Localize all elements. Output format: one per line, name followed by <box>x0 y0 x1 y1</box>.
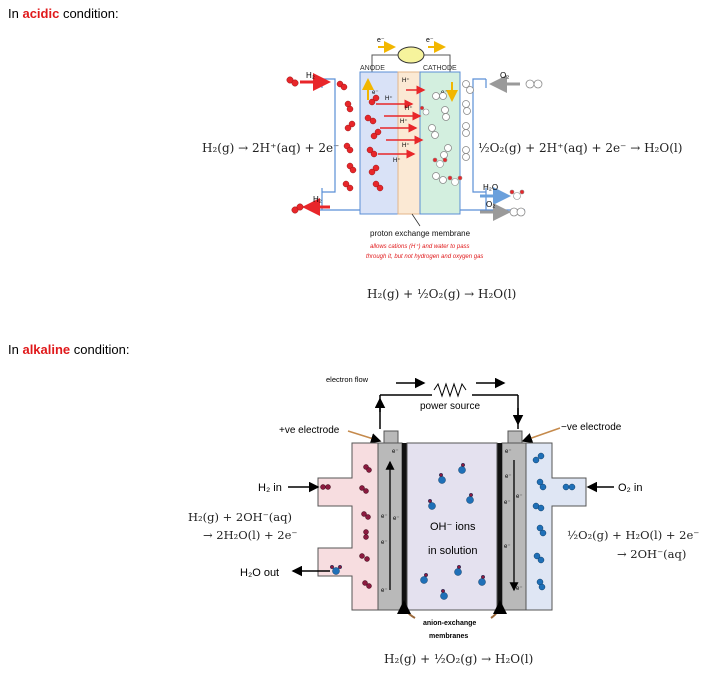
alkaline-anode-equation-line2: → 2H₂O(l) + 2e⁻ <box>203 528 298 542</box>
oxygen-molecules <box>532 452 576 591</box>
o2-in-label: O₂ <box>500 71 509 80</box>
heading-suffix: condition: <box>59 6 119 21</box>
o2-out-label: O₂ <box>486 200 495 209</box>
svg-text:e⁻: e⁻ <box>516 586 523 592</box>
h-plus-label: H⁺ <box>402 142 410 149</box>
membrane-pointer-left <box>397 600 416 619</box>
water-molecules <box>419 105 525 200</box>
svg-text:e⁻: e⁻ <box>505 449 512 455</box>
anion-exchange-membrane-right <box>497 443 502 610</box>
h-plus-label: H⁺ <box>405 105 413 112</box>
svg-text:e⁻: e⁻ <box>381 540 388 546</box>
svg-text:e⁻: e⁻ <box>392 449 399 455</box>
pos-electrode-pointer <box>347 430 382 444</box>
o2-in-label: O₂ in <box>618 482 642 494</box>
h2o-out-label: H₂O out <box>240 567 279 579</box>
heading-prefix: In <box>8 6 23 21</box>
h-plus-label: H⁺ <box>402 77 410 84</box>
membrane-label-line1: anion-exchange <box>423 620 476 627</box>
acidic-heading: In acidic condition: <box>8 6 119 21</box>
h2-out-label: H₂ <box>313 195 322 204</box>
membrane-pointer <box>411 213 421 227</box>
hydrogen-molecules <box>286 76 384 214</box>
h2-in-label: H₂ in <box>258 482 282 494</box>
cathode-flow-channel <box>472 78 486 193</box>
electron-flow-label: electron flow <box>326 375 369 384</box>
positive-electrode-label: +ve electrode <box>279 425 340 436</box>
oh-ions-label: OH⁻ ions <box>430 521 476 533</box>
positive-electrode-terminal <box>383 430 399 444</box>
negative-electrode-terminal <box>507 430 523 444</box>
acidic-anode-equation: H₂(g) → 2H⁺(aq) + 2e⁻ <box>202 141 340 155</box>
electron-label: e⁻ <box>426 37 434 44</box>
in-solution-label: in solution <box>428 545 478 557</box>
proton-arrows <box>376 85 426 159</box>
electron-label: e⁻ <box>372 90 379 96</box>
svg-text:e⁻: e⁻ <box>516 494 523 500</box>
cathode-gas-chamber <box>525 442 587 611</box>
h-plus-label: H⁺ <box>393 157 401 164</box>
alkaline-heading: In alkaline condition: <box>8 342 129 357</box>
membrane-note-line1: allows cations (H⁺) and water to pass <box>370 243 470 250</box>
heading-prefix: In <box>8 342 23 357</box>
anion-exchange-membrane-left <box>402 443 407 610</box>
load-bulb-icon <box>397 46 425 64</box>
svg-text:e⁻: e⁻ <box>381 514 388 520</box>
membrane-pointer-right <box>490 600 507 619</box>
svg-text:e⁻: e⁻ <box>505 474 512 480</box>
svg-text:e⁻: e⁻ <box>393 516 400 522</box>
hydrogen-molecules <box>320 464 372 589</box>
alkaline-overall-equation: H₂(g) + ½O₂(g) → H₂O(l) <box>384 652 534 666</box>
neg-electrode-pointer <box>521 427 561 443</box>
h2-in-label: H₂ <box>306 71 315 80</box>
alkaline-anode-equation-line1: H₂(g) + 2OH⁻(aq) <box>188 510 292 524</box>
h2o-out-label: H₂O <box>483 183 498 192</box>
svg-text:e⁻: e⁻ <box>504 544 511 550</box>
acidic-overall-equation: H₂(g) + ½O₂(g) → H₂O(l) <box>367 287 517 301</box>
membrane-label-line2: membranes <box>429 633 468 640</box>
electron-labels: e⁻ e⁻ e⁻ e⁻ e⁻ e⁻ e⁻ e⁻ e⁻ e⁻ e⁻ <box>381 449 523 594</box>
hydroxide-ions <box>420 462 486 600</box>
alkaline-cathode-equation-line1: ½O₂(g) + H₂O(l) + 2e⁻ <box>567 528 700 542</box>
electron-label: e⁻ <box>377 37 385 44</box>
membrane-title: proton exchange membrane <box>370 229 471 238</box>
heading-suffix: condition: <box>70 342 130 357</box>
resistor-icon <box>433 382 467 398</box>
oxygen-molecules <box>428 79 543 217</box>
power-source-label: power source <box>420 401 480 412</box>
acidic-keyword: acidic <box>22 6 60 21</box>
svg-text:e⁻: e⁻ <box>504 500 511 506</box>
anode-label: ANODE <box>360 65 385 72</box>
negative-electrode-label: −ve electrode <box>561 422 622 433</box>
cathode-label: CATHODE <box>423 65 457 72</box>
alkaline-keyword: alkaline <box>22 342 71 357</box>
membrane-note-line2: through it, but not hydrogen and oxygen … <box>366 254 483 260</box>
alkaline-cathode-equation-line2: → 2OH⁻(aq) <box>617 547 687 561</box>
water-molecules <box>329 564 343 575</box>
h-plus-label: H⁺ <box>400 118 408 125</box>
h-plus-label: H⁺ <box>385 95 393 102</box>
svg-text:e⁻: e⁻ <box>381 588 388 594</box>
acidic-cathode-equation: ½O₂(g) + 2H⁺(aq) + 2e⁻ → H₂O(l) <box>478 141 683 155</box>
